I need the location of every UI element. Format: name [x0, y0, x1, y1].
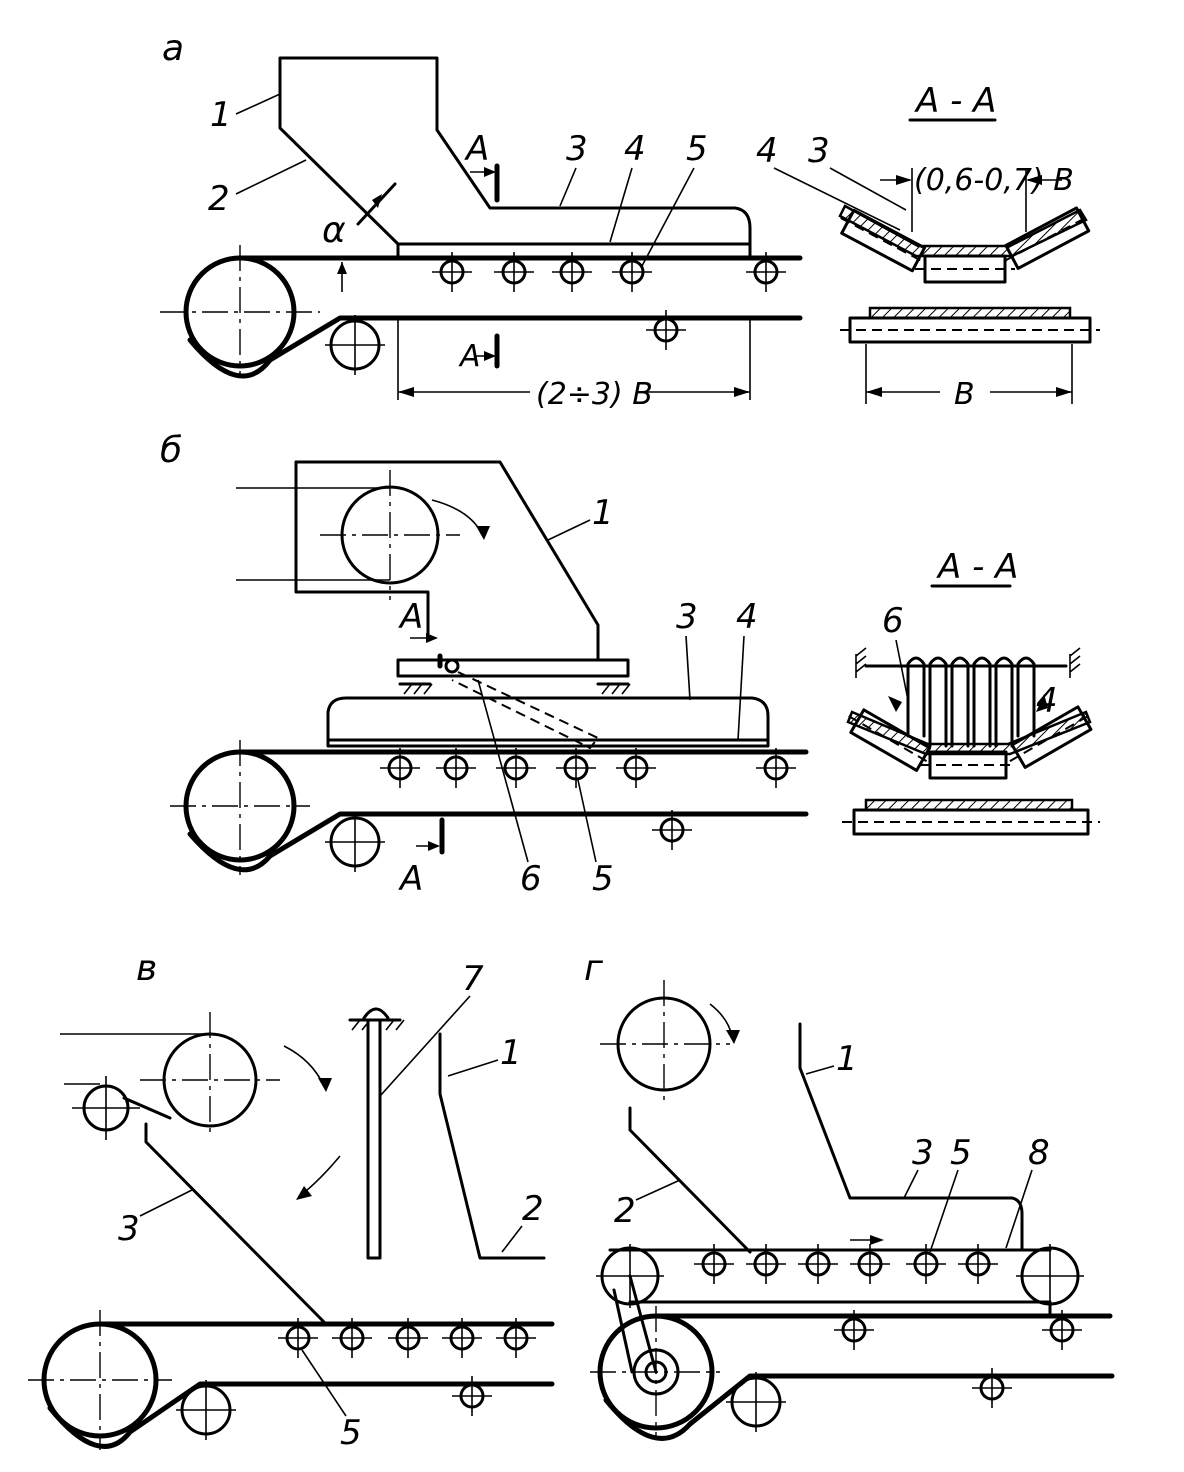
chute-2: [144, 1122, 326, 1324]
panel-b-letter: б: [160, 430, 182, 471]
panel-b: б: [160, 430, 1100, 899]
label-roller: 5: [950, 1133, 972, 1173]
section-label-curtain: 6: [882, 601, 904, 641]
belt-lower: [47, 1381, 555, 1449]
panel-v-letter: в: [136, 948, 157, 989]
label-chute: 1: [592, 493, 614, 533]
chute-2: [628, 1106, 752, 1254]
chute-1: [438, 1032, 546, 1260]
panel-g-letter: г: [584, 948, 604, 989]
curtain-strip: [928, 656, 948, 748]
section-mark-label: А: [398, 597, 423, 637]
label-roller: 5: [686, 129, 708, 169]
label-hopper: 1: [210, 95, 232, 135]
label-flap: 6: [520, 859, 542, 899]
section-mark-label: А: [458, 339, 481, 374]
label-seal: 4: [736, 597, 758, 637]
label-skirt: 3: [676, 597, 698, 637]
label-chute: 1: [500, 1033, 522, 1073]
flap-6: [451, 671, 600, 750]
flap-hinge: [444, 658, 460, 674]
troughed-belt: [846, 710, 1092, 756]
section-label-seal: 4: [1036, 681, 1058, 721]
belt-lower: [187, 315, 803, 379]
deflector-7: [366, 1018, 382, 1260]
dimension-width: B: [954, 377, 975, 412]
dimension-skirt-width: (0,6-0,7) B: [914, 163, 1074, 198]
label-skirt: 3: [566, 129, 588, 169]
chute-1: [798, 1022, 1024, 1252]
label-feeder-belt: 8: [1028, 1133, 1050, 1173]
label-roller: 5: [340, 1413, 362, 1453]
panel-g: г: [584, 948, 1115, 1441]
panel-a: а α А А: [160, 28, 1100, 412]
dimension-length: (2÷3) B: [536, 377, 653, 412]
hopper-chute: [278, 56, 752, 246]
chute-plate: [396, 658, 630, 678]
section-a-a: А - А B: [756, 81, 1100, 412]
section-mark-label: А: [398, 859, 423, 899]
label-deflector: 7: [462, 959, 484, 999]
label-roller: 5: [592, 859, 614, 899]
section-mark-label: А: [464, 129, 489, 169]
label-chute: 2: [208, 179, 230, 219]
label-skirt: 3: [912, 1133, 934, 1173]
section-label-skirt: 3: [808, 131, 830, 171]
belt-lower: [603, 1373, 1115, 1441]
panel-v: в: [28, 948, 555, 1453]
curtain-strip: [906, 656, 926, 738]
label-seal: 4: [624, 129, 646, 169]
section-label-seal: 4: [756, 131, 778, 171]
panel-a-letter: а: [162, 28, 184, 69]
label-chute-2: 3: [118, 1209, 140, 1249]
curtain-strip: [972, 656, 992, 748]
skirt-3: [326, 696, 770, 748]
label-chute: 1: [836, 1039, 858, 1079]
section-a-a-b: А - А: [842, 547, 1100, 836]
belt-lower: [187, 811, 809, 873]
label-skirt: 2: [522, 1189, 544, 1229]
troughed-belt: [838, 204, 1088, 258]
angle-label: α: [322, 210, 346, 251]
section-title: А - А: [936, 547, 1018, 587]
chute-1: [294, 460, 600, 662]
section-title: А - А: [914, 81, 996, 121]
curtain-strip: [994, 656, 1014, 748]
curtain-strip: [1016, 656, 1036, 738]
curtain-strip: [950, 656, 970, 748]
label-chute-2: 2: [614, 1191, 636, 1231]
